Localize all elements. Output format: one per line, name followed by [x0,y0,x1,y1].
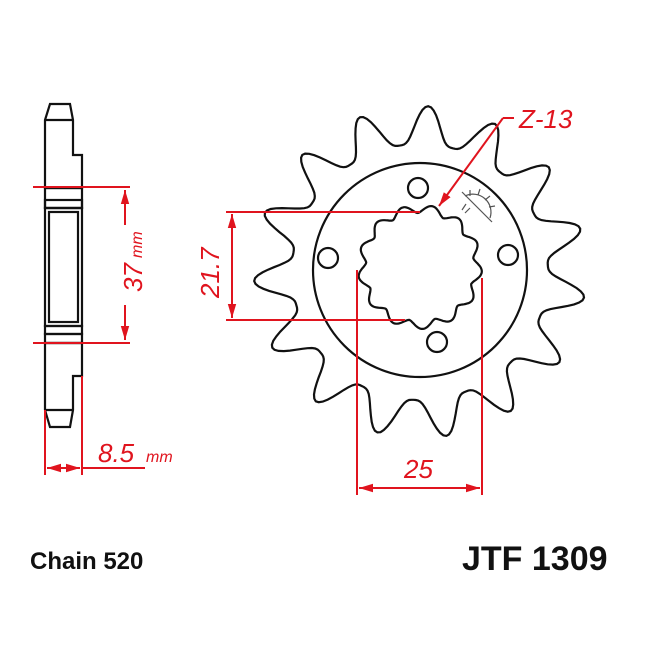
bore-depth-value: 37 [118,262,148,292]
spline-minor-value: 21.7 [195,246,225,299]
spline-major-value: 25 [403,454,433,484]
bolt-hole [316,246,340,270]
spline-teeth-label: Z-13 [518,104,573,134]
thickness-dimension [44,376,145,475]
spline-teeth-leader [438,117,514,207]
hub-circle [311,161,529,379]
part-number: JTF 1309 [462,540,608,578]
bore-depth-unit: mm [129,231,146,258]
spline-bore [357,204,483,330]
chain-caption: Chain 520 [30,548,144,575]
direction-icon [461,188,496,223]
bore-depth-dimension [33,186,130,344]
bolt-hole [406,176,430,200]
sprocket-outline [253,105,586,438]
thickness-unit: mm [146,449,173,466]
side-view [43,102,84,429]
spline-minor-dimension [226,211,420,321]
bolt-hole [496,243,520,267]
spline-major-dimension [356,270,483,495]
bolt-hole [425,330,449,354]
thickness-value: 8.5 [98,438,135,468]
